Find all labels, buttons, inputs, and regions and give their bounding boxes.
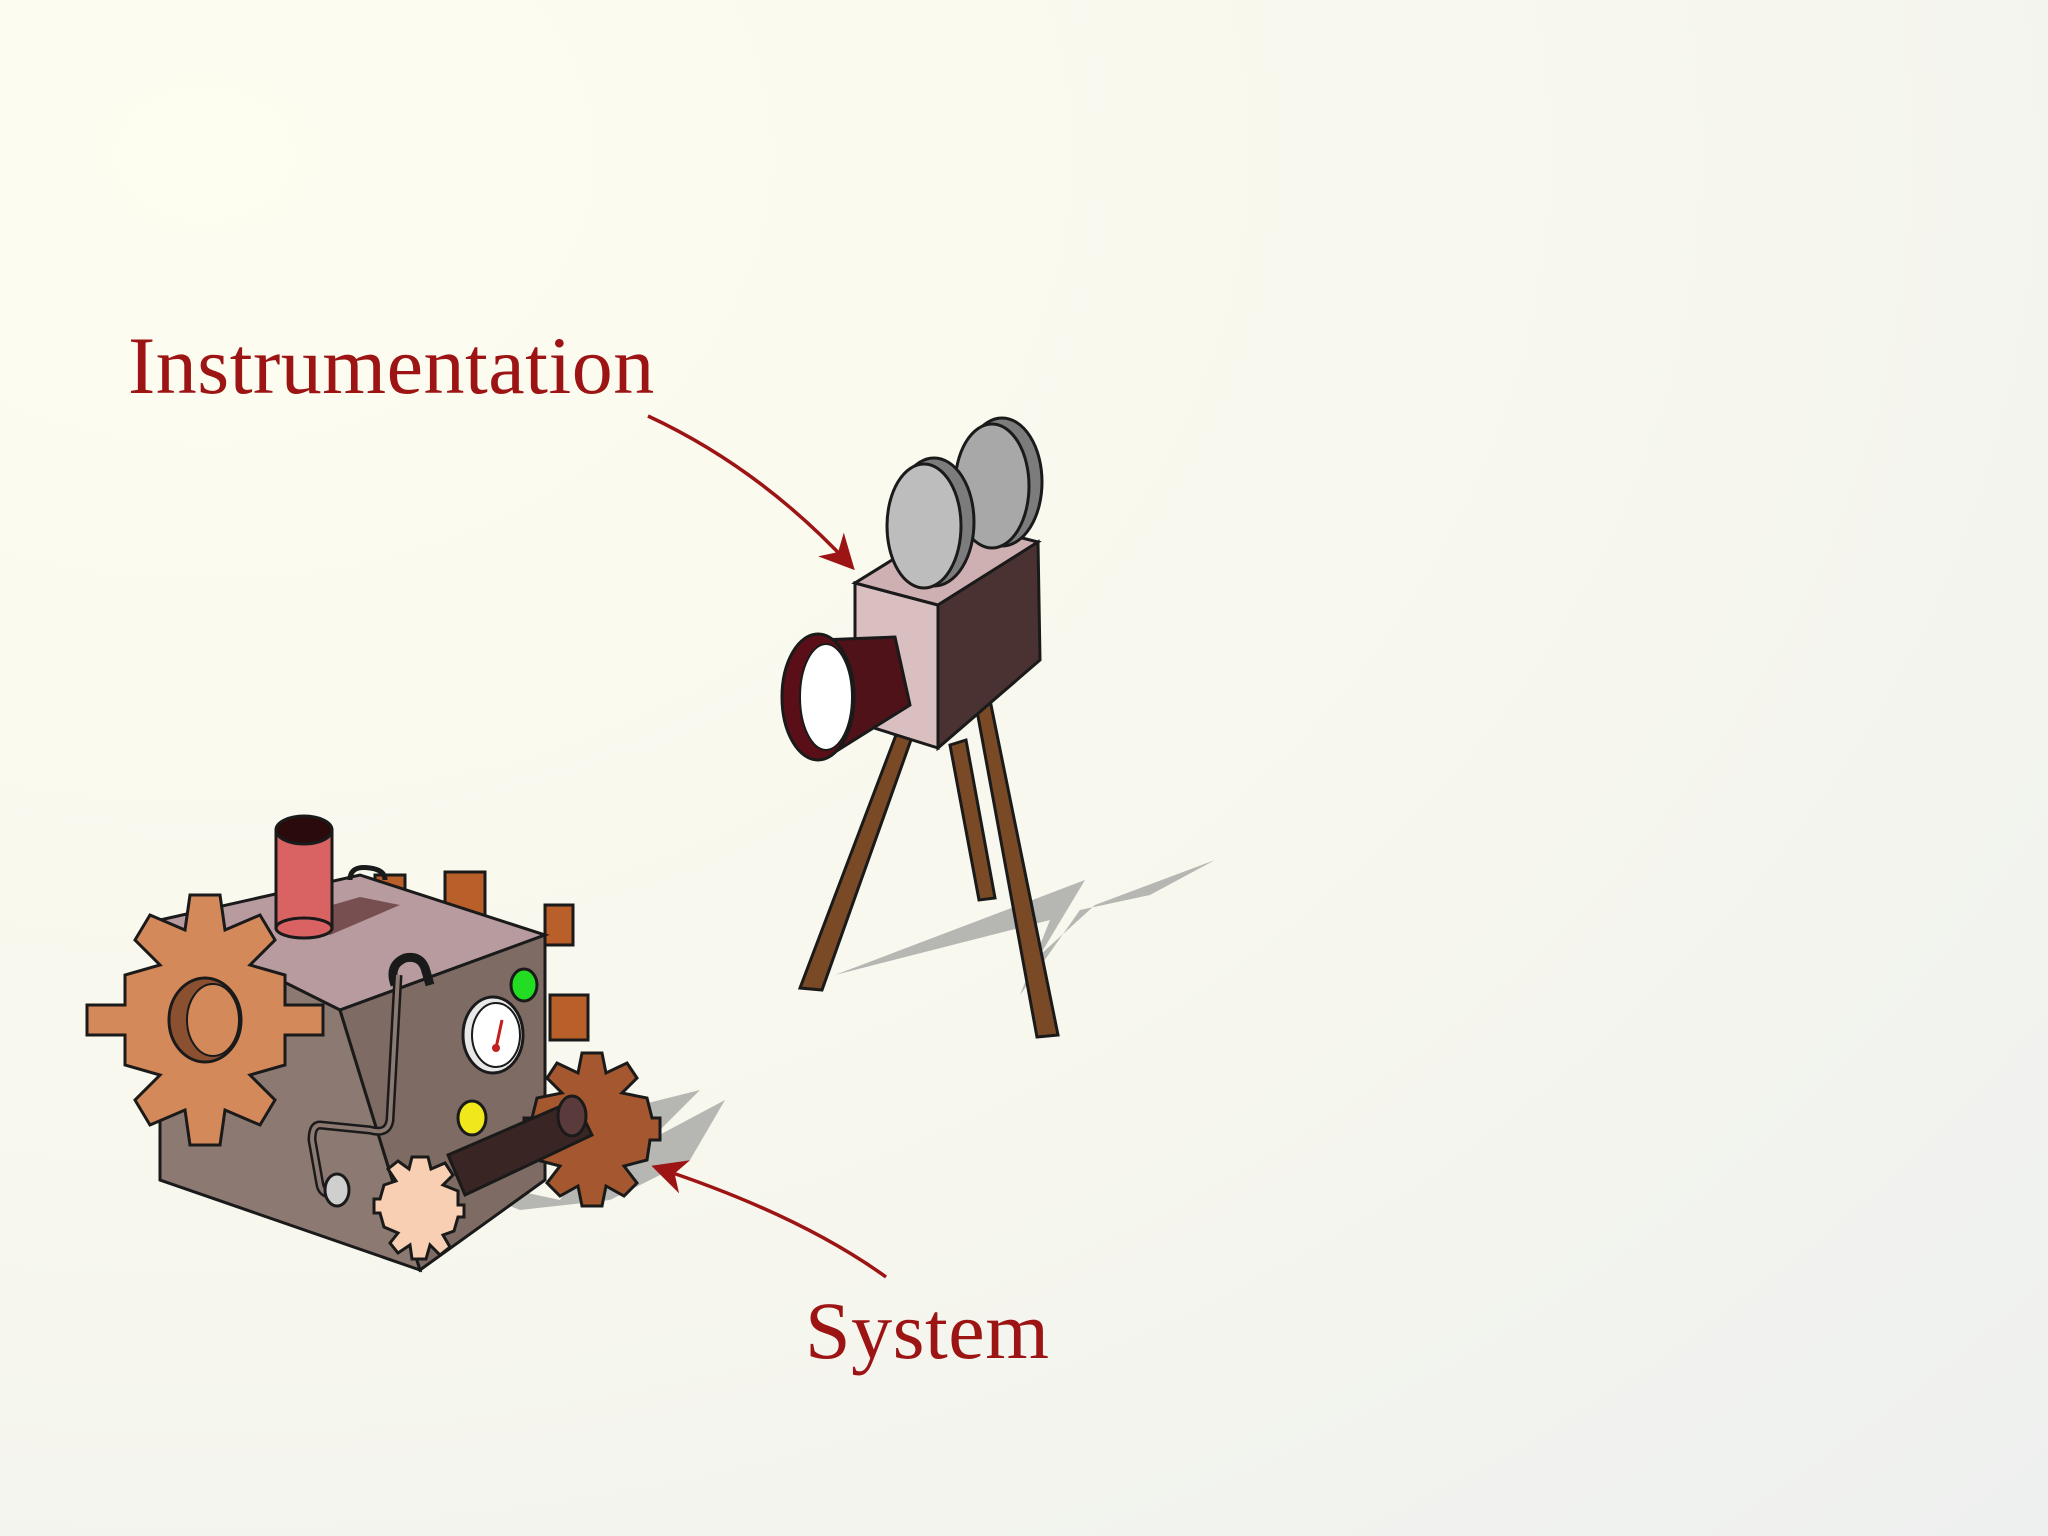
chimney-icon [274,814,334,940]
large-gear-icon [85,893,325,1147]
green-indicator-icon [509,967,539,1003]
system-label: System [805,1285,1050,1376]
camera-lens-icon [780,632,912,762]
movie-camera-icon [780,416,1215,1039]
crank-rod-icon [446,1094,595,1198]
film-reel-icon [953,416,1044,550]
system-arrow [651,1160,888,1279]
yellow-indicator-icon [456,1099,488,1137]
brown-gear-icon [522,1051,662,1208]
film-reel-icon [885,456,976,590]
instrumentation-arrow [647,414,855,571]
gear-machine-icon [85,814,725,1273]
small-gear-icon [372,1155,466,1261]
instrumentation-label: Instrumentation [128,320,655,411]
camera-body-side [936,539,1042,752]
pressure-gauge-icon [461,995,525,1075]
